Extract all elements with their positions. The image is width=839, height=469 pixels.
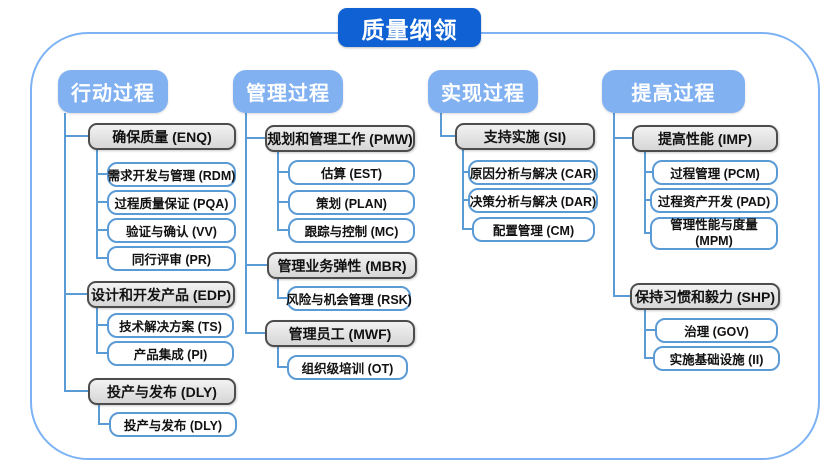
group-box-mbr: 管理业务弹性 (MBR) xyxy=(267,252,417,279)
connector-line xyxy=(277,152,279,231)
connector-line xyxy=(96,229,107,231)
connector-line xyxy=(64,135,88,137)
connector-line xyxy=(644,310,646,359)
connector-line xyxy=(277,201,288,203)
connector-line xyxy=(96,324,107,326)
connector-line xyxy=(462,171,468,173)
leaf-box-pqa: 过程质量保证 (PQA) xyxy=(107,190,236,215)
leaf-box-vv: 验证与确认 (VV) xyxy=(107,218,236,243)
group-box-imp: 提高性能 (IMP) xyxy=(632,125,778,152)
group-box-shp: 保持习惯和毅力 (SHP) xyxy=(630,283,780,310)
connector-line xyxy=(96,308,98,354)
leaf-box-rdm: 需求开发与管理 (RDM) xyxy=(107,162,236,187)
column-header-action-process: 行动过程 xyxy=(58,70,168,113)
column-header-management-process: 管理过程 xyxy=(233,70,343,113)
connector-line xyxy=(462,228,472,230)
connector-line xyxy=(644,232,650,234)
group-box-enq: 确保质量 (ENQ) xyxy=(88,123,236,150)
connector-line xyxy=(277,297,287,299)
connector-line xyxy=(64,390,88,392)
leaf-box-mc: 跟踪与控制 (MC) xyxy=(288,218,415,243)
group-box-mwf: 管理员工 (MWF) xyxy=(265,320,415,347)
connector-line xyxy=(644,329,655,331)
connector-line xyxy=(613,113,615,297)
leaf-box-car: 原因分析与解决 (CAR) xyxy=(468,160,598,185)
group-box-edp: 设计和开发产品 (EDP) xyxy=(87,281,235,308)
connector-line xyxy=(96,201,107,203)
connector-line xyxy=(277,347,279,368)
connector-line xyxy=(245,137,265,139)
leaf-box-pcm: 过程管理 (PCM) xyxy=(652,160,778,185)
column-header-implementation-process: 实现过程 xyxy=(428,70,538,113)
connector-line xyxy=(644,199,650,201)
connector-line xyxy=(644,171,652,173)
connector-line xyxy=(644,152,646,234)
leaf-box-cm: 配置管理 (CM) xyxy=(472,217,595,242)
connector-line xyxy=(98,423,109,425)
leaf-box-plan: 策划 (PLAN) xyxy=(288,190,415,215)
connector-line xyxy=(440,135,455,137)
group-box-si: 支持实施 (SI) xyxy=(455,123,595,150)
connector-line xyxy=(64,113,66,392)
connector-line xyxy=(613,295,630,297)
connector-line xyxy=(462,199,468,201)
leaf-box-ii: 实施基础设施 (II) xyxy=(653,346,780,371)
connector-line xyxy=(277,229,288,231)
leaf-box-dly-sub: 投产与发布 (DLY) xyxy=(109,412,237,437)
connector-line xyxy=(277,279,279,299)
connector-line xyxy=(245,332,265,334)
diagram-title: 质量纲领 xyxy=(338,8,481,47)
leaf-box-rsk: 风险与机会管理 (RSK) xyxy=(286,286,412,311)
group-box-pmw: 规划和管理工作 (PMW) xyxy=(265,125,415,152)
connector-line xyxy=(245,113,247,334)
leaf-box-pi: 产品集成 (PI) xyxy=(107,341,234,366)
connector-line xyxy=(462,150,464,230)
connector-line xyxy=(245,264,267,266)
leaf-box-est: 估算 (EST) xyxy=(288,160,415,185)
leaf-box-ts: 技术解决方案 (TS) xyxy=(107,313,234,338)
connector-line xyxy=(277,366,287,368)
connector-line xyxy=(96,257,107,259)
leaf-box-mpm: 管理性能与度量 (MPM) xyxy=(650,217,778,250)
connector-line xyxy=(644,357,653,359)
leaf-box-ot: 组织级培训 (OT) xyxy=(287,355,408,380)
column-header-improvement-process: 提高过程 xyxy=(602,70,745,113)
connector-line xyxy=(98,405,100,425)
connector-line xyxy=(64,293,87,295)
leaf-box-dar: 决策分析与解决 (DAR) xyxy=(468,188,598,213)
connector-line xyxy=(440,113,442,137)
leaf-box-pad: 过程资产开发 (PAD) xyxy=(650,188,778,213)
leaf-box-pr: 同行评审 (PR) xyxy=(107,246,236,271)
connector-line xyxy=(277,171,288,173)
group-box-dly: 投产与发布 (DLY) xyxy=(88,378,236,405)
connector-line xyxy=(613,137,632,139)
connector-line xyxy=(96,150,98,259)
connector-line xyxy=(96,352,107,354)
leaf-box-gov: 治理 (GOV) xyxy=(655,318,778,343)
connector-line xyxy=(96,173,107,175)
